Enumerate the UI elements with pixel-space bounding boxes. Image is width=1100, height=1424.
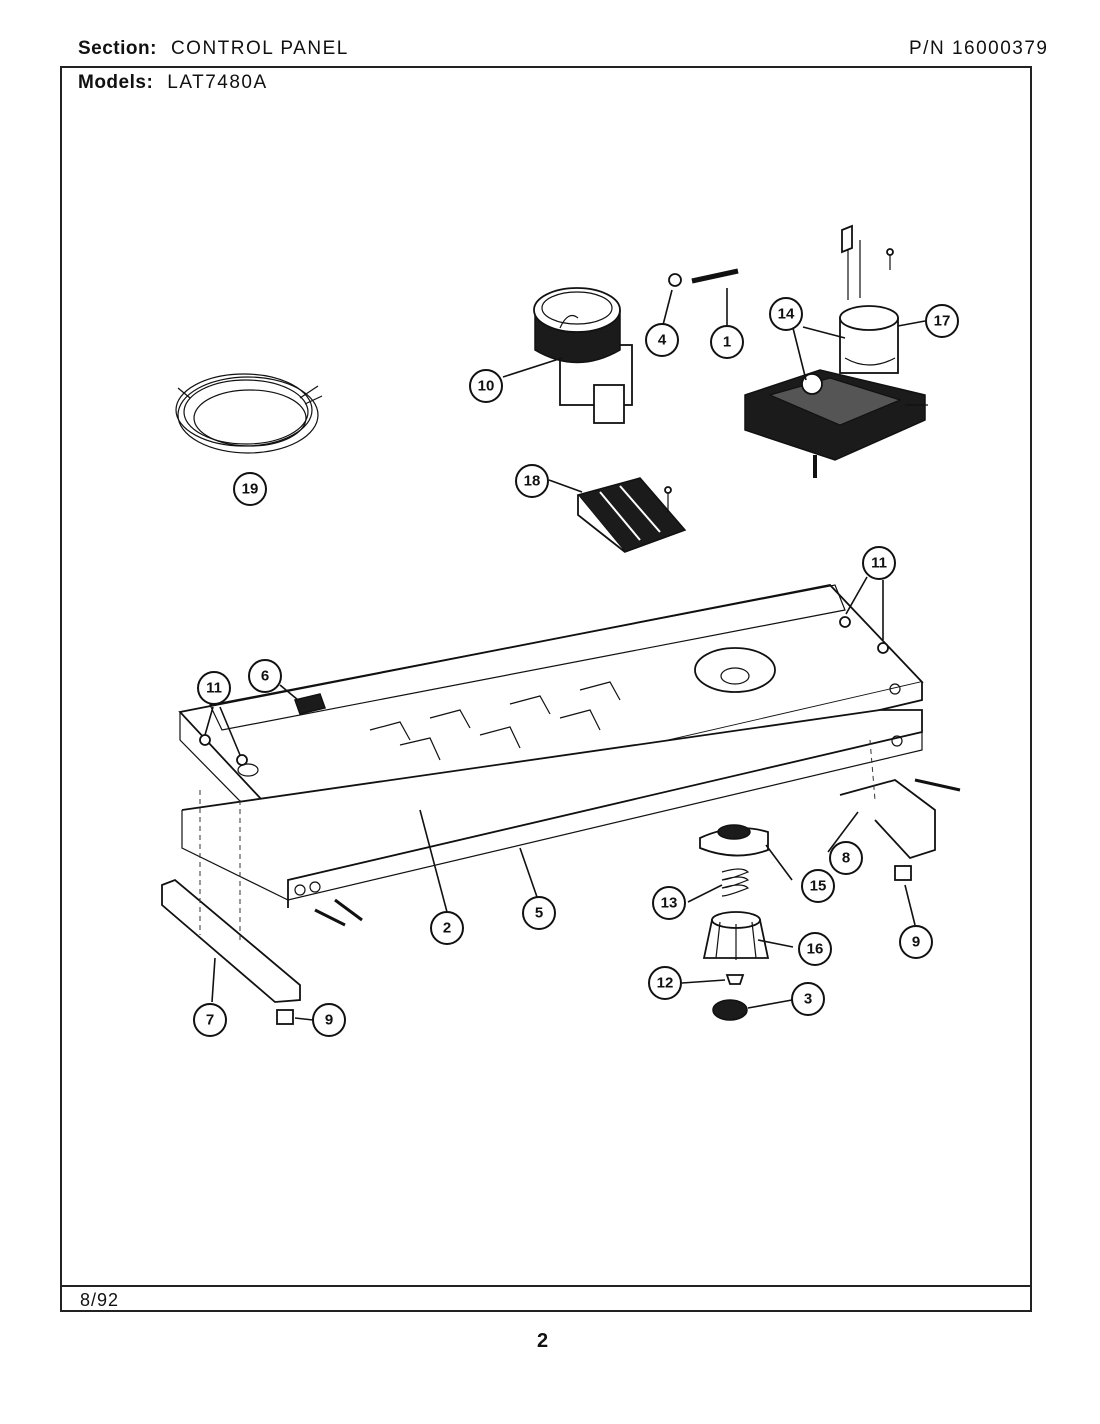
knob-part: [702, 911, 770, 960]
callout-16-label: 16: [807, 941, 824, 958]
callout-4-label: 4: [658, 332, 667, 349]
callout-14-label: 14: [778, 306, 795, 323]
callout-2-label: 2: [443, 920, 451, 937]
knob-skirt-part: [699, 824, 769, 857]
callout-5: 5: [522, 896, 556, 930]
callout-18: 18: [515, 464, 549, 498]
callout-12: 12: [648, 966, 682, 1000]
screws: [199, 616, 961, 940]
callout-17: 17: [925, 304, 959, 338]
models-label: Models:: [78, 72, 154, 93]
callout-8: 8: [829, 841, 863, 875]
callout-3: 3: [791, 982, 825, 1016]
section-title: Section: CONTROL PANEL: [78, 38, 349, 60]
clip-part: [294, 693, 326, 715]
callout-3-label: 3: [804, 991, 812, 1008]
callout-11-right: 11: [862, 546, 896, 580]
diagram-frame: [60, 66, 1032, 1312]
callout-13-label: 13: [661, 895, 678, 912]
callout-19: 19: [233, 472, 267, 506]
terminal-block-part: [576, 477, 687, 553]
callout-6-label: 6: [261, 668, 269, 685]
callout-1-label: 1: [723, 334, 731, 351]
callout-9-right-label: 9: [912, 934, 920, 951]
knob-clip-part: [725, 974, 745, 985]
models-value: LAT7480A: [167, 72, 268, 93]
wire-harness-part: [175, 373, 323, 454]
section-label: Section:: [78, 38, 157, 59]
spring-rod-part: [691, 268, 739, 284]
timer-body-part: [744, 369, 928, 478]
spring-part: [721, 868, 750, 897]
callout-7: 7: [193, 1003, 227, 1037]
clip-nut-part: [276, 865, 912, 1025]
left-bracket-part: [161, 878, 301, 1003]
callout-15-label: 15: [810, 878, 827, 895]
part-number: P/N 16000379: [909, 38, 1049, 59]
callout-2: 2: [430, 911, 464, 945]
timer-switch-part: [533, 287, 633, 424]
callout-9-right: 9: [899, 925, 933, 959]
callout-4: 4: [645, 323, 679, 357]
revision-date: 8/92: [80, 1290, 120, 1310]
callout-1: 1: [710, 325, 744, 359]
knob-insert-part: [712, 999, 748, 1021]
section-value: CONTROL PANEL: [170, 38, 349, 59]
models-line: Models: LAT7480A: [78, 72, 268, 94]
callout-17-label: 17: [934, 313, 951, 330]
footer-divider: [60, 1285, 1032, 1287]
callout-9-left: 9: [312, 1003, 346, 1037]
callout-9-left-label: 9: [325, 1012, 333, 1029]
support-rail-part: [181, 709, 923, 908]
ring-part: [668, 273, 682, 287]
callout-11-left: 11: [197, 671, 231, 705]
callout-16: 16: [798, 932, 832, 966]
motor-part: [839, 224, 899, 374]
right-bracket-part: [839, 779, 936, 860]
callout-12-label: 12: [657, 975, 674, 992]
callout-19-label: 19: [242, 481, 259, 498]
callout-10-label: 10: [478, 378, 495, 395]
callout-8-label: 8: [842, 850, 850, 867]
leader-lines: [204, 288, 926, 1021]
callout-7-label: 7: [206, 1012, 214, 1029]
callout-11-left-label: 11: [206, 680, 222, 697]
callout-15: 15: [801, 869, 835, 903]
callout-18-label: 18: [524, 473, 541, 490]
callout-11-right-label: 11: [871, 555, 887, 572]
callout-6: 6: [248, 659, 282, 693]
callout-5-label: 5: [535, 905, 543, 922]
callout-10: 10: [469, 369, 503, 403]
callout-14: 14: [769, 297, 803, 331]
page-number: 2: [537, 1330, 549, 1352]
callout-13: 13: [652, 886, 686, 920]
